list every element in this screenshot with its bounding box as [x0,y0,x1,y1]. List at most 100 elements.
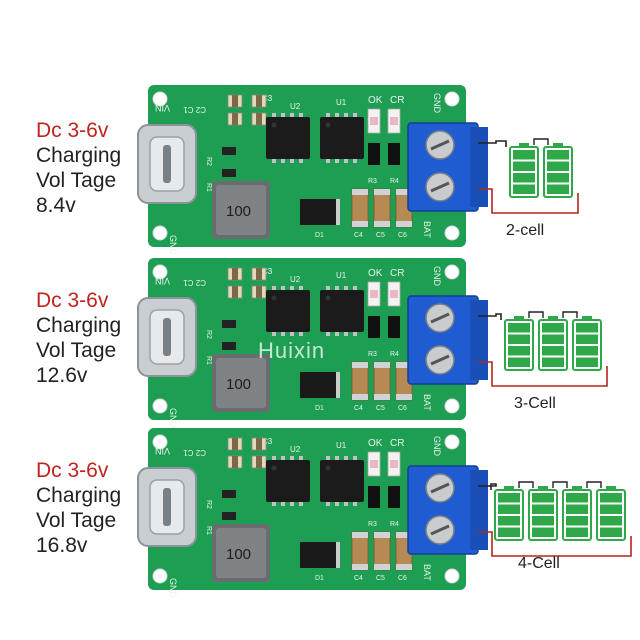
vol-tage-text: Vol Tage [36,339,117,362]
screw-slot [430,312,450,324]
mounting-hole [152,434,168,450]
battery-level-segment [566,527,588,537]
silk-u1: U1 [336,271,347,280]
battery-level-segment [600,504,622,514]
capacitor-end [396,362,412,368]
output-voltage: 16.8v [36,534,88,557]
inductor-top [216,185,266,235]
wire-link [518,481,534,488]
battery-terminal [572,486,582,491]
charging-label: Dc 3-6v Charging Vol Tage 16.8v [36,458,121,558]
battery-level-segment [513,161,535,171]
capacitor-end [396,564,412,570]
battery-level-segment [532,527,554,537]
battery-level-segment [513,173,535,183]
battery-level-segment [566,504,588,514]
smd-resistor [222,342,236,350]
mounting-hole [444,225,460,241]
battery-level-segment [576,357,598,367]
ic-pin [344,330,348,336]
capacitor-end [374,532,390,538]
battery-level-segment [576,346,598,356]
wire-link [552,481,568,488]
silk-c2c1: C2 C1 [183,278,206,287]
input-voltage: Dc 3-6v [36,119,109,142]
ic-pin [299,113,303,119]
ic-chip [320,117,364,159]
silk-r1: R1 [205,183,212,192]
capacitor-end [352,564,368,570]
capacitor-end [374,362,390,368]
capacitor-end [396,532,412,538]
silk-c3: C3 [262,267,273,276]
ic-pin [353,456,357,462]
ic-pin [335,500,339,506]
ic-pin [290,157,294,163]
battery-level-segment [513,184,535,194]
ic-pin [344,456,348,462]
ic-pin [281,157,285,163]
smd-resistor [368,143,380,165]
screw-slot [430,354,450,366]
ic-pin [344,286,348,292]
usb-c-tongue [163,318,171,356]
battery-level-segment [600,527,622,537]
ic-chip [266,117,310,159]
battery-level-segment [508,346,530,356]
ic-pin [281,286,285,292]
smd-resistor [388,486,400,508]
ic-dot [271,465,277,471]
battery-level-segment [542,323,564,333]
silk-gnd: GND [168,235,178,256]
capacitor-end [352,532,368,538]
battery-level-segment [600,516,622,526]
wire-link [562,311,578,318]
capacitor-end [396,221,412,227]
silk-d1: D1 [315,405,324,412]
silk-vin: VIN [155,276,170,286]
panel-2cell: Dc 3-6v Charging Vol Tage 8.4v [0,85,640,275]
terminal-side [470,127,488,207]
cell-label-2: 2-cell [506,222,545,239]
wire-red [478,188,579,214]
ic-pin [272,157,276,163]
diode-d1 [300,542,340,568]
ic-pin [353,286,357,292]
diode-d1 [300,372,340,398]
capacitor-body [256,286,262,298]
battery-level-segment [566,493,588,503]
ic-pin [353,500,357,506]
wire-black [478,313,502,320]
ic-pin [299,456,303,462]
charging-text: Charging [36,484,122,507]
ic-pin [290,113,294,119]
screw-slot [430,181,450,193]
diode-stripe [336,542,340,568]
ic-chip [266,460,310,502]
silk-u2: U2 [290,102,301,111]
silk-c6: C6 [398,232,407,239]
silk-ok: OK [368,95,383,106]
ic-dot [325,122,331,128]
battery-level-segment [576,323,598,333]
silk-u2: U2 [290,275,301,284]
ic-pin [281,330,285,336]
capacitor-body [256,438,262,450]
battery-level-segment [532,516,554,526]
battery-level-segment [498,504,520,514]
silk-r4: R4 [390,178,399,185]
terminal-side [470,470,488,550]
battery-level-segment [498,493,520,503]
battery-level-segment [547,150,569,160]
ic-pin [272,500,276,506]
mounting-hole [152,568,168,584]
silk-bat: BAT [422,564,432,581]
screw-slot [430,482,450,494]
battery-terminal [606,486,616,491]
ic-pin [353,113,357,119]
wire-black [478,140,507,147]
silk-c5: C5 [376,405,385,412]
battery-terminal [582,316,592,321]
